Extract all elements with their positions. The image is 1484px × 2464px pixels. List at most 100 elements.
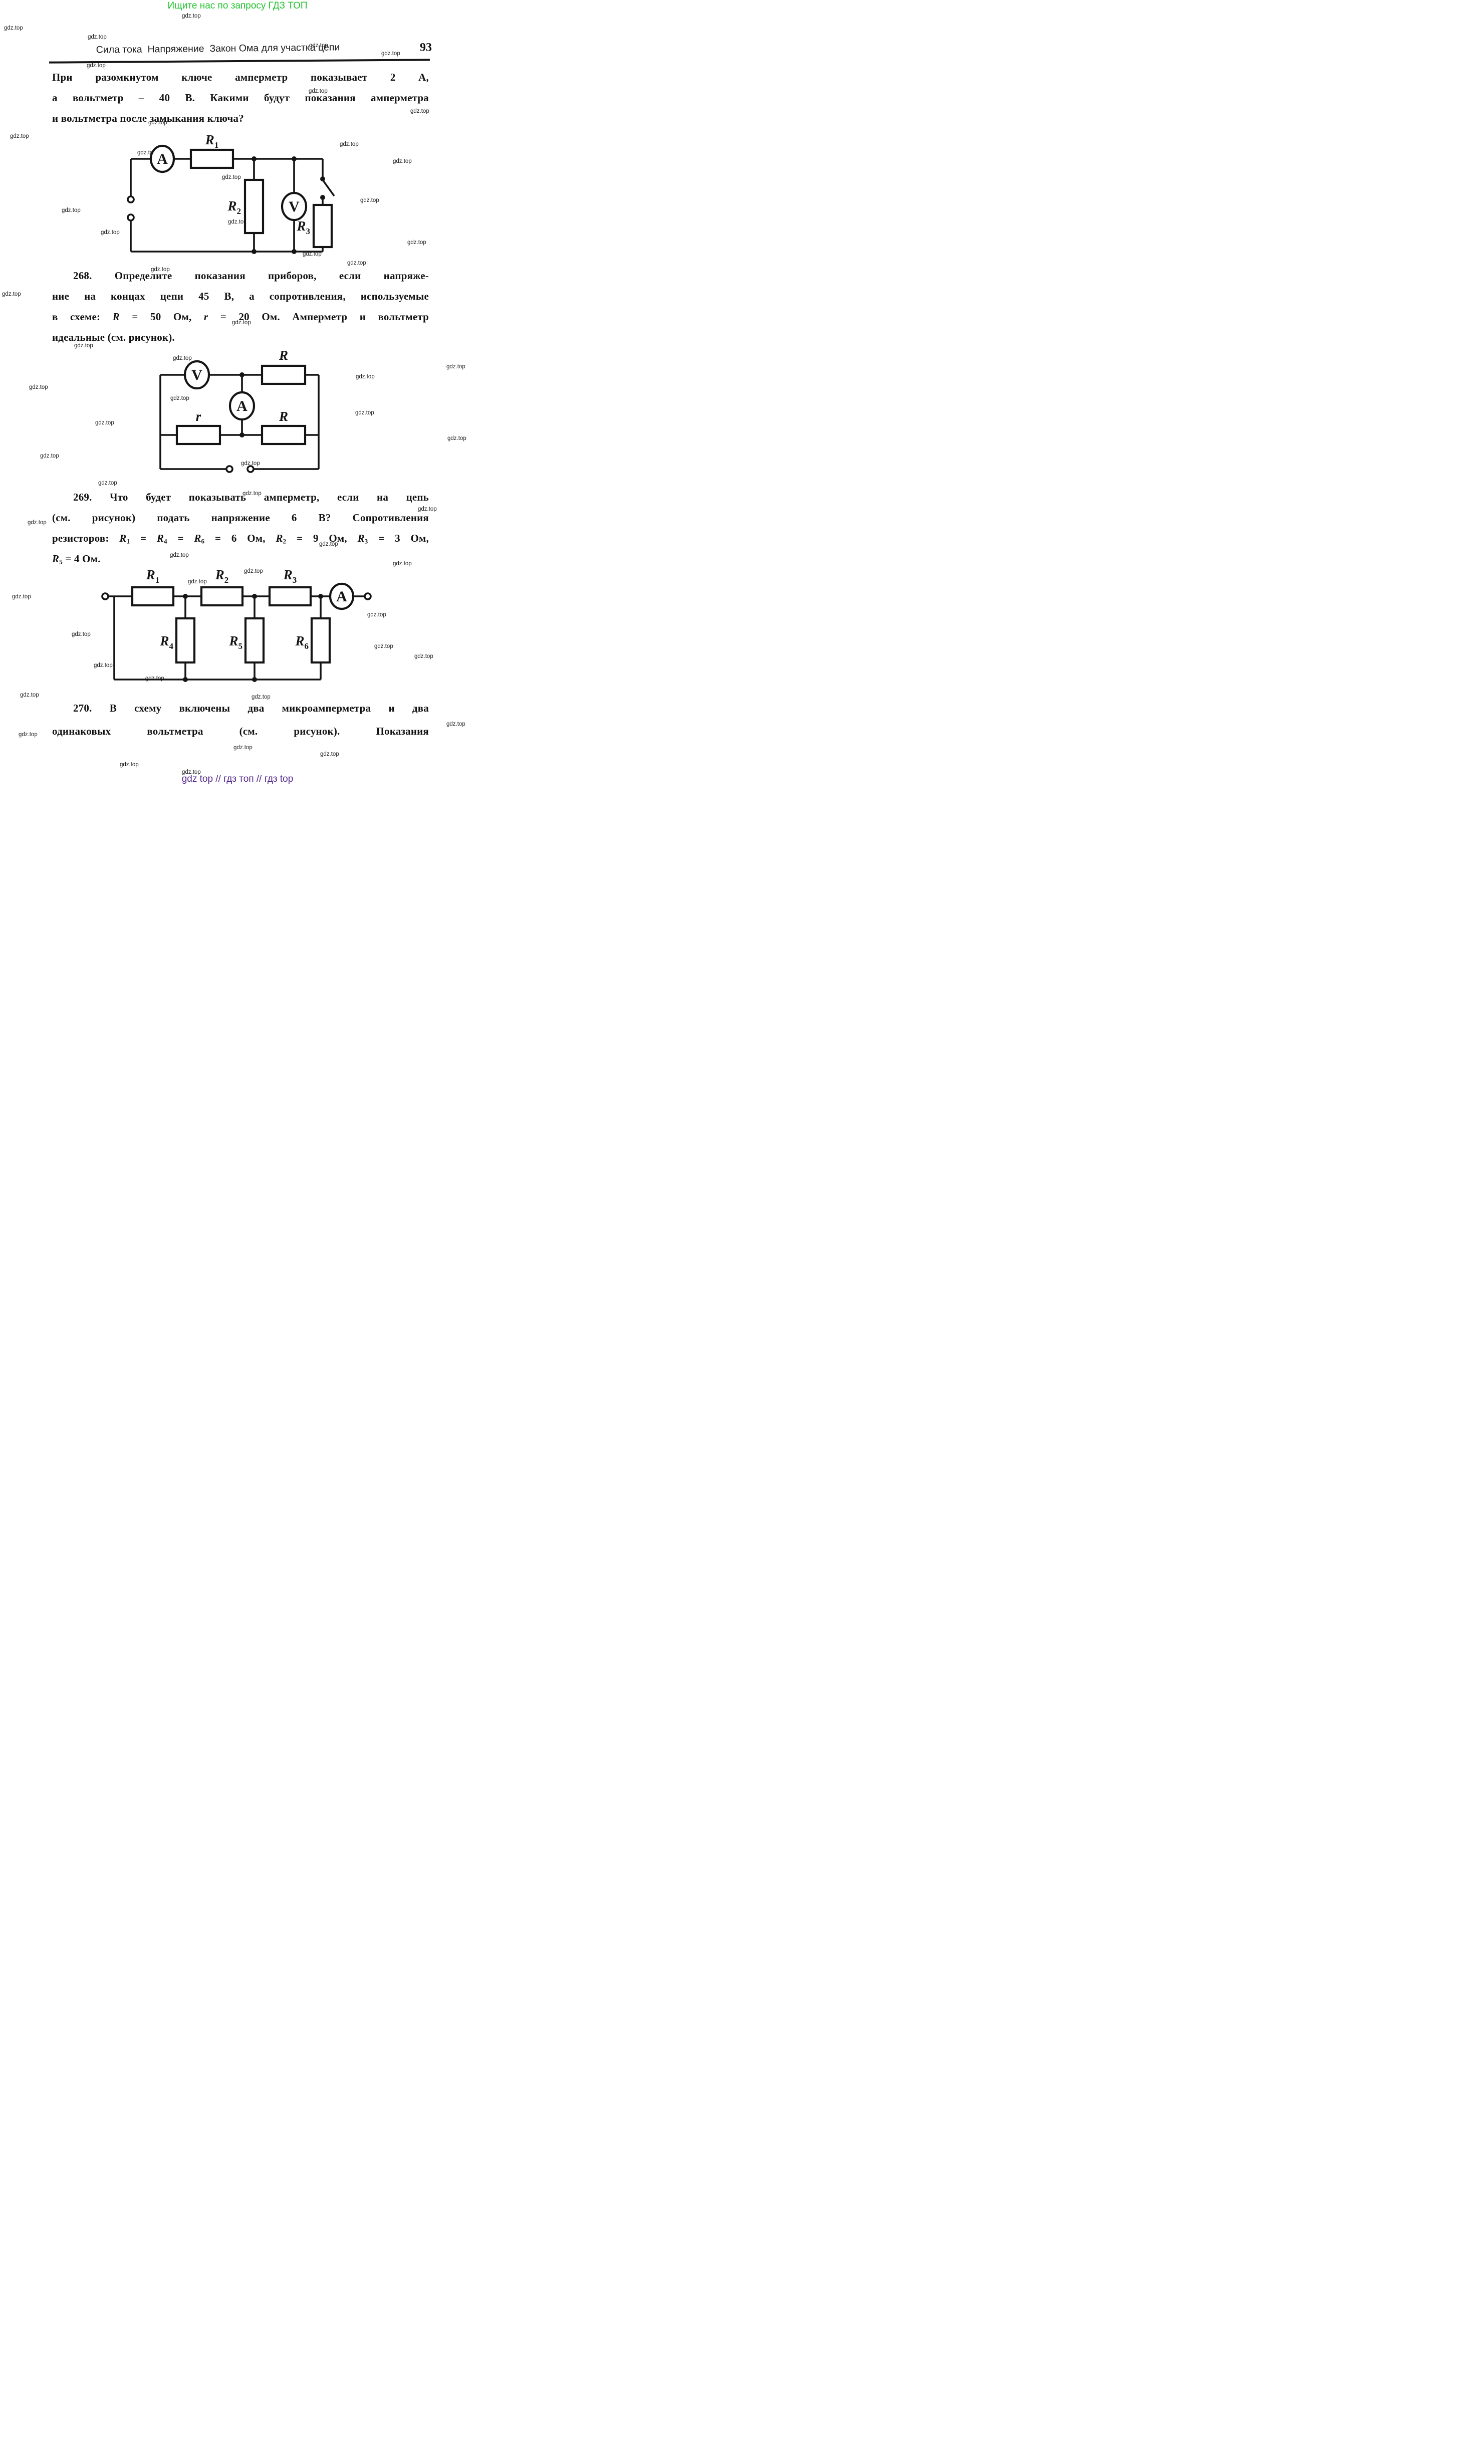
input-terminal-right: [364, 592, 372, 600]
watermark: gdz.top: [374, 643, 393, 649]
problem-267-text: При разомкнутом ключе амперметр показыва…: [52, 67, 429, 129]
footer-links[interactable]: gdz top // гдз топ // гдз top: [181, 774, 294, 784]
watermark-layer: gdz.top gdz.top gdz.top gdz.top gdz.top gdz.t…: [0, 0, 475, 788]
text-line: резисторов: R1 = R4 = R6 = 6 Ом, R2 = 9 …: [52, 532, 429, 545]
resistor-r3: [312, 203, 333, 249]
circuit-diagram-267: A V R1 R2 R3: [127, 132, 335, 254]
resistor-r1: [189, 148, 234, 169]
label-r-internal: r: [196, 409, 201, 424]
watermark: gdz.top: [182, 13, 201, 19]
label-r1: R1: [146, 570, 160, 585]
text-line: и вольтметра после замыкания ключа?: [52, 112, 244, 124]
resistor-r4: [175, 617, 196, 664]
problem-270-text: 270. В схему включены два микроамперметр…: [52, 697, 429, 743]
problem-268-text: 268. Определите показания приборов, если…: [52, 266, 429, 348]
watermark: gdz.top: [151, 267, 170, 273]
watermark: gdz.top: [393, 158, 412, 164]
switch-contact-bottom: [320, 195, 325, 200]
resistor-r2: [243, 178, 265, 235]
watermark: gdz.top: [393, 561, 412, 567]
junction-dot: [292, 249, 297, 254]
watermark: gdz.top: [309, 88, 328, 94]
input-terminal-bottom: [127, 213, 135, 221]
watermark: gdz.top: [182, 769, 201, 775]
label-r5: R5: [228, 633, 242, 651]
watermark: gdz.top: [232, 320, 251, 326]
voltmeter-label: V: [289, 198, 300, 215]
text-line: ние на концах цепи 45 В, а сопротивления…: [52, 290, 429, 302]
watermark: gdz.top: [98, 480, 117, 486]
voltmeter: [183, 360, 210, 390]
watermark: gdz.top: [173, 355, 192, 361]
resistor-r6: [310, 617, 331, 664]
ammeter: [329, 582, 355, 610]
input-terminal-left: [225, 465, 233, 473]
watermark: gdz.top: [381, 51, 400, 57]
watermark: gdz.top: [360, 197, 379, 203]
label-r-top: R: [279, 350, 288, 363]
junction-dot: [318, 594, 323, 599]
label-r2: R2: [227, 198, 241, 216]
page-number: 93: [420, 41, 432, 54]
junction-dot: [239, 432, 244, 437]
watermark: gdz.top: [148, 120, 167, 126]
ammeter-label: A: [157, 151, 168, 167]
watermark: gdz.top: [88, 34, 107, 40]
ammeter-label: A: [336, 588, 347, 605]
resistor-r-top: [261, 364, 307, 385]
text-line: а вольтметр – 40 В. Какими будут показан…: [52, 92, 429, 104]
label-r2: R2: [215, 570, 229, 585]
junction-dot: [239, 372, 244, 377]
watermark: gdz.top: [4, 25, 23, 31]
resistor-r5: [244, 617, 265, 664]
junction-dot: [183, 594, 188, 599]
watermark: gdz.top: [62, 207, 81, 213]
text-line: 269. Что будет показывать амперметр, есл…: [73, 491, 429, 503]
voltmeter-label: V: [191, 367, 202, 383]
text-line: (см. рисунок) подать напряжение 6 В? Соп…: [52, 512, 429, 524]
watermark: gdz.top: [20, 692, 39, 698]
text-line: R5 = 4 Ом.: [52, 553, 101, 566]
label-r3: R3: [283, 570, 297, 585]
watermark: gdz.top: [242, 491, 262, 497]
watermark: gdz.top: [347, 260, 366, 266]
page-content: Ищите нас по запросу ГДЗ ТОП Сила тока Н…: [0, 0, 475, 788]
watermark: gdz.top: [320, 751, 339, 757]
chapter-title: Сила тока Напряжение Закон Ома для участ…: [96, 42, 340, 56]
watermark: gdz.top: [355, 410, 374, 416]
switch-blade: [322, 179, 335, 197]
watermark: gdz.top: [241, 461, 260, 467]
voltmeter: [281, 191, 308, 221]
watermark: gdz.top: [170, 395, 189, 401]
watermark: gdz.top: [19, 732, 38, 738]
watermark: gdz.top: [10, 133, 29, 139]
input-terminal-top: [127, 195, 135, 203]
watermark: gdz.top: [447, 435, 466, 441]
watermark: gdz.top: [228, 219, 247, 225]
watermark: gdz.top: [303, 251, 322, 257]
junction-dot: [183, 677, 188, 682]
watermark: gdz.top: [233, 745, 253, 751]
resistor-r2: [200, 586, 244, 607]
header-rule: [49, 59, 430, 64]
watermark: gdz.top: [95, 420, 114, 426]
switch-contact-top: [320, 176, 325, 181]
watermark: gdz.top: [40, 453, 59, 459]
watermark: gdz.top: [29, 384, 48, 390]
circuit-diagram-269: A R1 R2 R3 R4 R5 R6: [101, 570, 372, 682]
resistor-r3: [268, 586, 312, 607]
input-terminal-left: [101, 592, 109, 600]
text-line: При разомкнутом ключе амперметр показыва…: [52, 71, 429, 83]
watermark: gdz.top: [120, 762, 139, 768]
text-line: 268. Определите показания приборов, если…: [73, 270, 429, 282]
resistor-r-internal: [175, 424, 221, 445]
label-r3: R3: [296, 218, 310, 236]
text-line: в схеме: R = 50 Ом, r = 20 Ом. Амперметр…: [52, 311, 429, 323]
text-line: 270. В схему включены два микроамперметр…: [73, 702, 429, 714]
watermark: gdz.top: [446, 364, 465, 370]
watermark: gdz.top: [356, 374, 375, 380]
watermark: gdz.top: [244, 568, 263, 574]
top-banner: Ищите нас по запросу ГДЗ ТОП: [167, 1, 308, 11]
watermark: gdz.top: [367, 612, 386, 618]
label-r1: R1: [205, 132, 219, 150]
